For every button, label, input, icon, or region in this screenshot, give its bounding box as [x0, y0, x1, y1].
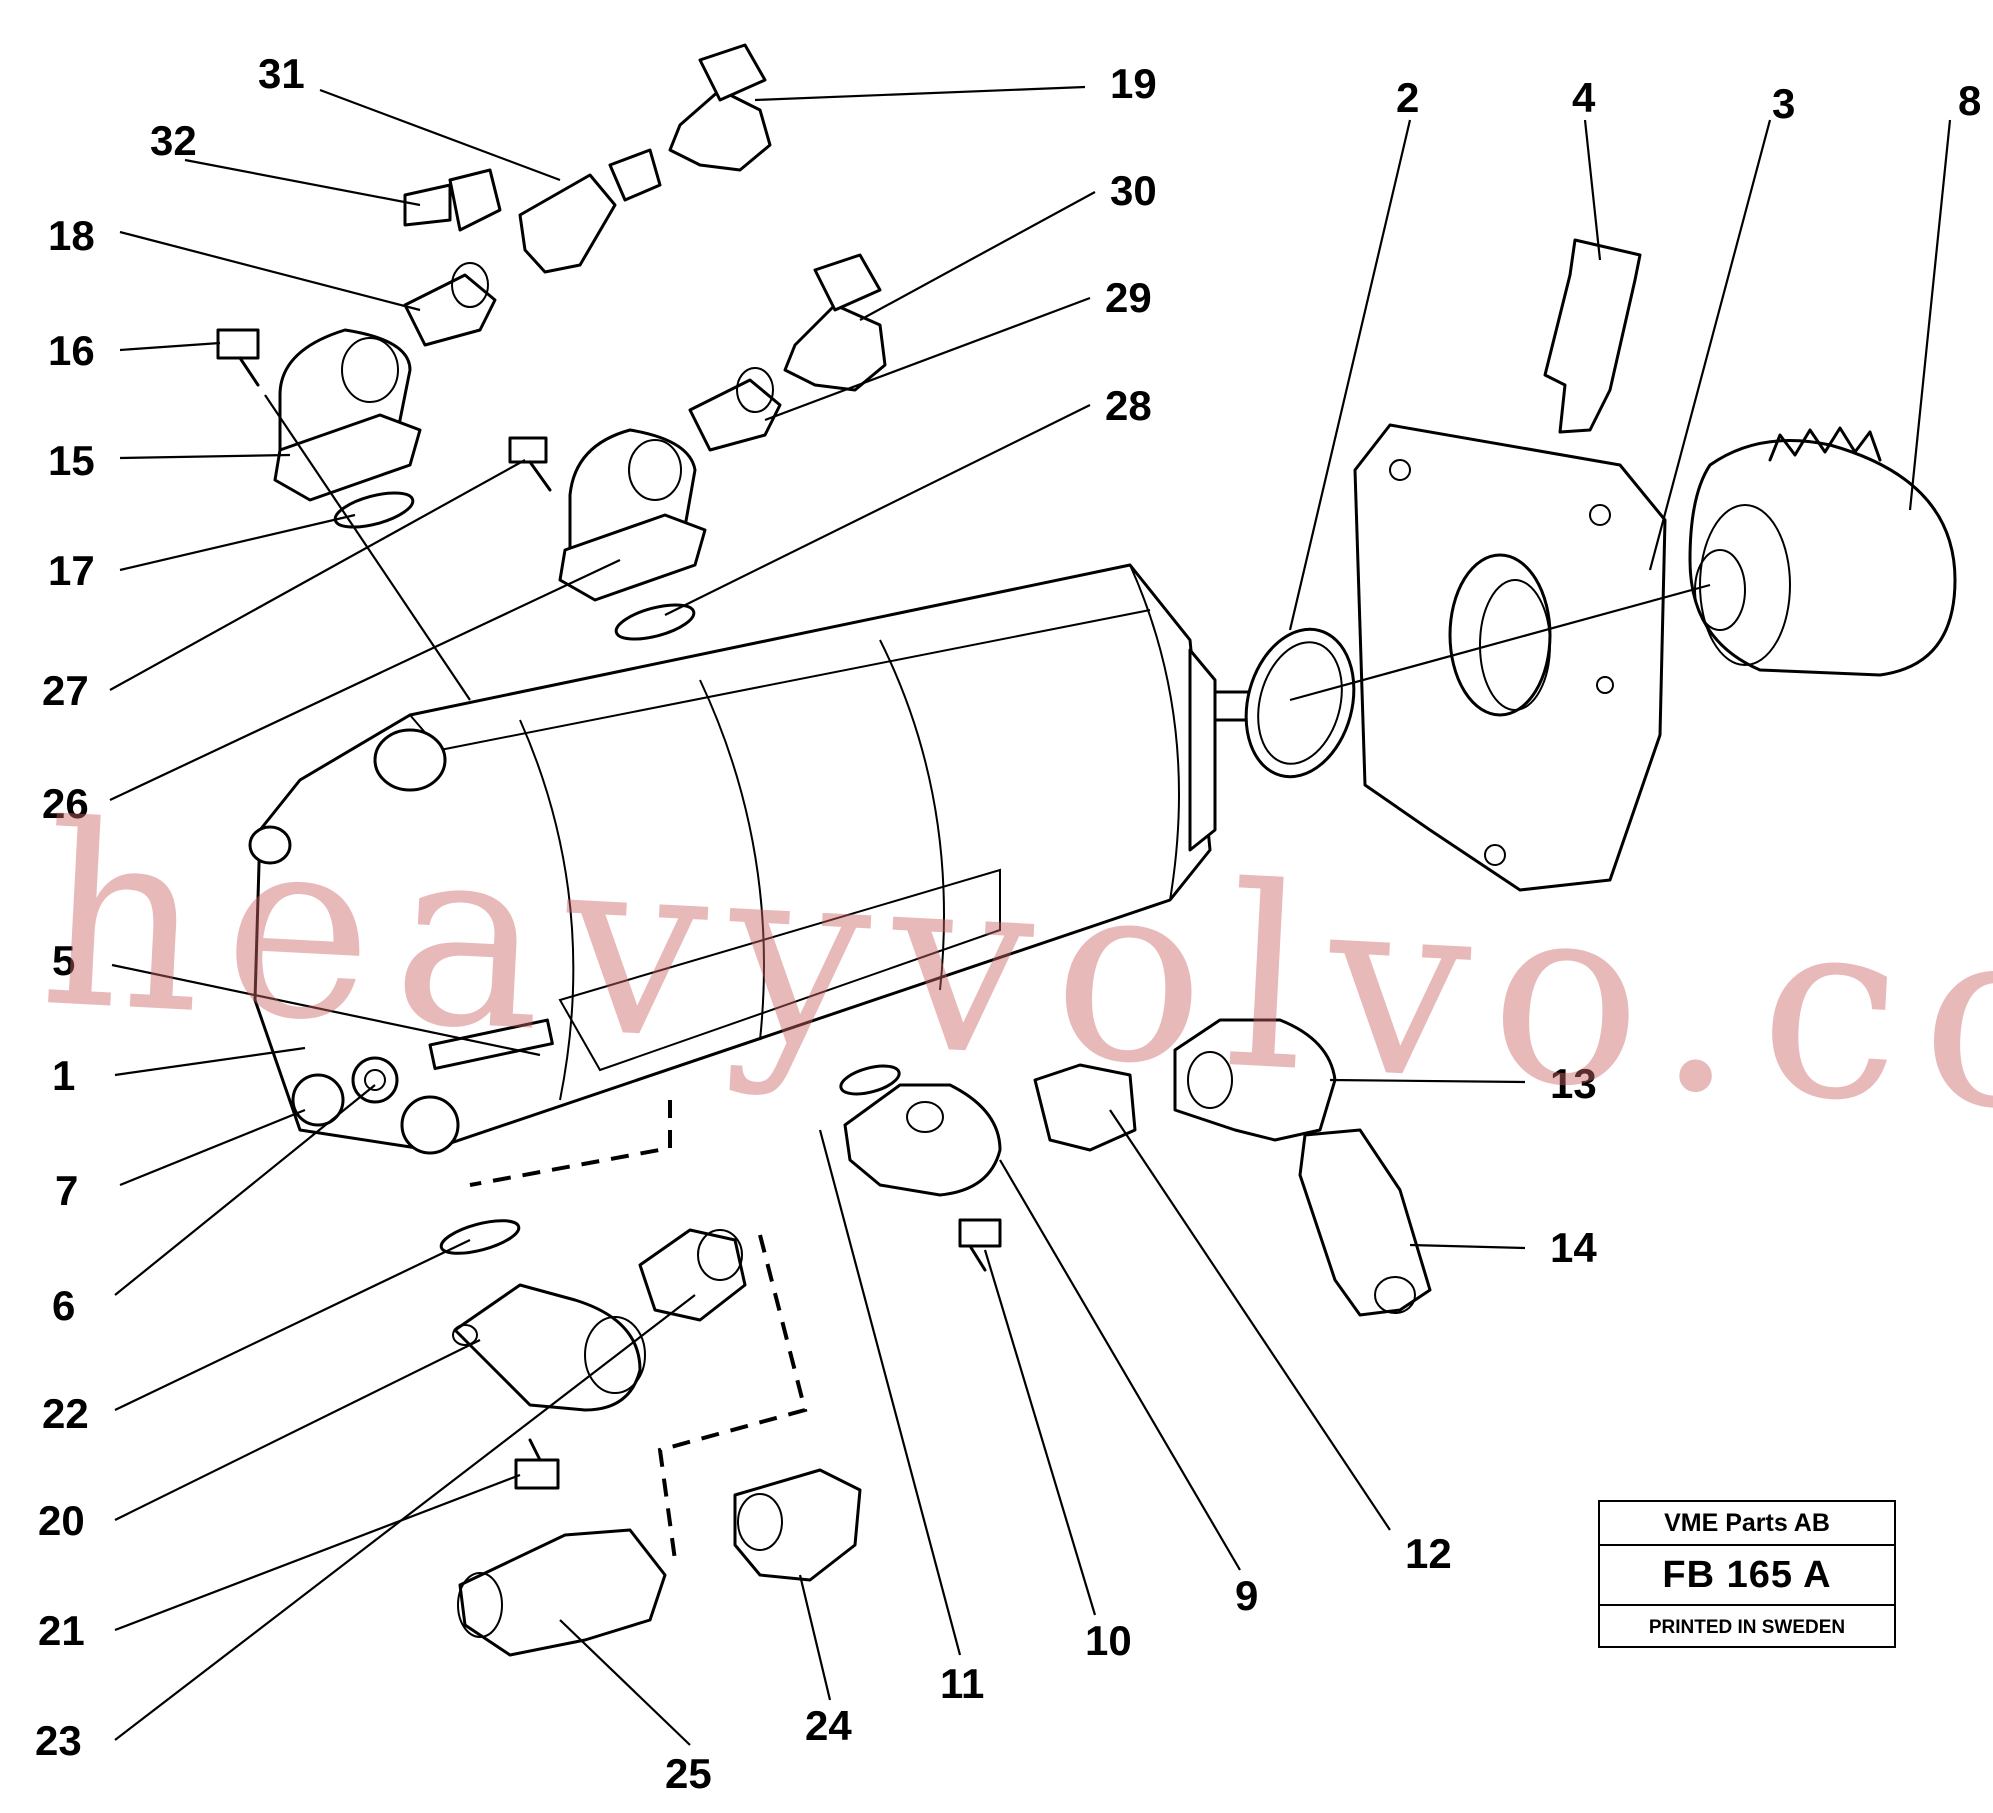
label-32: 32 — [150, 117, 197, 164]
drive-gear-8 — [1688, 426, 1957, 677]
o-ring-11 — [839, 1064, 901, 1096]
nozzle-4 — [1543, 238, 1642, 434]
bolt-10 — [958, 1218, 1002, 1272]
label-6: 6 — [52, 1282, 75, 1329]
title-block-code: FB 165 A — [1600, 1546, 1894, 1606]
nut-7 — [291, 1073, 345, 1127]
label-17: 17 — [48, 547, 95, 594]
elbow-30 — [783, 253, 887, 392]
adapter-23 — [638, 1228, 747, 1322]
label-30: 30 — [1110, 167, 1157, 214]
label-20: 20 — [38, 1497, 85, 1544]
label-8: 8 — [1958, 77, 1981, 124]
label-2: 2 — [1396, 74, 1419, 121]
pump-body — [248, 563, 1257, 1187]
elbow-20 — [452, 1283, 646, 1412]
fitting-29 — [688, 367, 782, 452]
label-29: 29 — [1105, 274, 1152, 321]
title-block-company: VME Parts AB — [1600, 1502, 1894, 1546]
label-12: 12 — [1405, 1530, 1452, 1577]
label-13: 13 — [1550, 1060, 1597, 1107]
label-31: 31 — [258, 50, 305, 97]
nipple-12 — [1033, 1063, 1137, 1152]
label-22: 22 — [42, 1390, 89, 1437]
label-28: 28 — [1105, 382, 1152, 429]
tube-25 — [457, 1528, 667, 1657]
washer-6 — [351, 1056, 399, 1104]
label-9: 9 — [1235, 1572, 1258, 1619]
label-16: 16 — [48, 327, 95, 374]
title-block: VME Parts AB FB 165 A PRINTED IN SWEDEN — [1598, 1500, 1896, 1648]
title-block-printed: PRINTED IN SWEDEN — [1648, 1617, 1846, 1638]
elbow-13 — [1173, 1018, 1337, 1142]
label-15: 15 — [48, 437, 95, 484]
tee-31 — [518, 148, 662, 274]
washer-28 — [614, 603, 696, 641]
nipple-32 — [403, 168, 502, 232]
label-24: 24 — [805, 1702, 852, 1749]
bolt-16 — [216, 328, 260, 387]
label-19: 19 — [1110, 60, 1157, 107]
o-ring-22 — [439, 1219, 521, 1255]
label-1: 1 — [52, 1052, 75, 1099]
label-27: 27 — [42, 667, 89, 714]
elbow-26 — [558, 428, 707, 602]
fitting-18 — [403, 262, 497, 347]
label-26: 26 — [42, 780, 89, 827]
label-10: 10 — [1085, 1617, 1132, 1664]
label-4: 4 — [1572, 74, 1596, 121]
part-labels: 1 2 3 4 5 6 7 8 9 10 11 12 13 14 15 16 1… — [35, 50, 1981, 1797]
flange-plate — [1353, 423, 1667, 892]
label-18: 18 — [48, 212, 95, 259]
label-11: 11 — [940, 1660, 984, 1707]
tube-14 — [1298, 1128, 1432, 1317]
label-25: 25 — [665, 1750, 712, 1797]
elbow-9 — [843, 1083, 1002, 1197]
elbow-19 — [668, 43, 772, 172]
label-7: 7 — [55, 1167, 78, 1214]
bolt-21 — [514, 1438, 560, 1490]
label-3: 3 — [1772, 80, 1795, 127]
label-14: 14 — [1550, 1224, 1597, 1271]
label-23: 23 — [35, 1717, 82, 1764]
label-21: 21 — [38, 1607, 85, 1654]
label-5: 5 — [52, 937, 75, 984]
elbow-24 — [733, 1468, 862, 1582]
bolt-27 — [508, 436, 552, 492]
leader-lines — [109, 85, 1952, 1746]
elbow-15 — [273, 328, 422, 502]
